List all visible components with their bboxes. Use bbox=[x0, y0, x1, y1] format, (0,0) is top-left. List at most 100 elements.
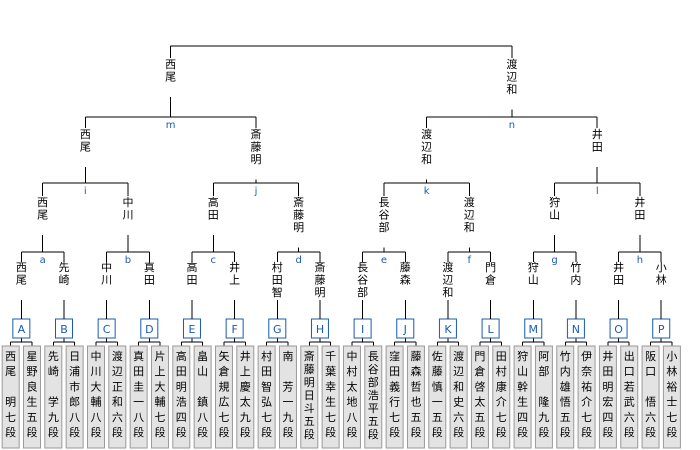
quarterfinal-match-label: l bbox=[596, 186, 599, 197]
player-box bbox=[470, 345, 489, 449]
quarterfinal-winner-right: 渡辺和 bbox=[464, 195, 475, 234]
player-box bbox=[108, 345, 127, 449]
player-name: 西尾 明七段 bbox=[5, 350, 16, 439]
match-label: H bbox=[316, 323, 324, 336]
round2-winner-left: 中川 bbox=[101, 261, 112, 287]
round2-winner-left: 井田 bbox=[613, 260, 624, 287]
player-box bbox=[342, 345, 361, 449]
player-name: 出口若武六段 bbox=[624, 349, 635, 439]
round2-winner-left: 狩山 bbox=[528, 260, 539, 287]
player-box bbox=[449, 345, 468, 449]
quarterfinal-match-label: k bbox=[424, 186, 430, 197]
quarterfinal-match-label: i bbox=[84, 186, 87, 197]
player-name: 竹内雄悟五段 bbox=[560, 349, 571, 439]
player-name: 中村太地八段 bbox=[346, 350, 357, 439]
round2-match-label: b bbox=[125, 255, 131, 266]
round2-match-label: a bbox=[40, 255, 46, 266]
player-name: 窪田義行七段 bbox=[389, 349, 400, 439]
player-name: 千葉幸生七段 bbox=[325, 350, 336, 439]
semifinal-winner-left: 西尾 bbox=[80, 128, 91, 154]
player-box bbox=[65, 345, 84, 449]
round2-winner-left: 西尾 bbox=[16, 261, 27, 287]
quarterfinal-match-label: j bbox=[254, 186, 258, 197]
player-name: 田村康介七段 bbox=[496, 350, 507, 439]
player-name: 長谷部浩平五段 bbox=[368, 350, 379, 441]
player-name: 畠山 鎮八段 bbox=[197, 349, 208, 439]
player-name: 渡辺正和六段 bbox=[112, 349, 123, 439]
match-label: K bbox=[444, 323, 452, 336]
match-label: D bbox=[145, 323, 153, 336]
player-name: 門倉啓太五段 bbox=[474, 350, 485, 439]
player-name: 井田明宏四段 bbox=[602, 349, 613, 439]
match-label: O bbox=[614, 323, 623, 336]
player-name: 斎藤明日斗五段 bbox=[304, 349, 315, 441]
player-box bbox=[513, 345, 532, 449]
match-label: M bbox=[529, 323, 539, 336]
player-name: 南 芳一九段 bbox=[282, 350, 293, 439]
player-box bbox=[428, 345, 447, 449]
semifinal-winner-right: 井田 bbox=[592, 127, 603, 154]
player-box bbox=[556, 345, 575, 449]
final-right: 渡辺和 bbox=[506, 57, 517, 96]
match-label: J bbox=[403, 323, 407, 336]
player-name: 村田智弘七段 bbox=[261, 349, 272, 439]
semifinal-winner-right: 斎藤明 bbox=[250, 127, 261, 166]
quarterfinal-winner-left: 西尾 bbox=[37, 196, 48, 222]
player-box bbox=[44, 345, 63, 449]
match-label: B bbox=[60, 323, 68, 336]
round2-match-label: h bbox=[637, 255, 643, 266]
player-box bbox=[577, 345, 596, 449]
semifinal-match-label: m bbox=[166, 120, 176, 131]
player-name: 先崎 学九段 bbox=[48, 350, 59, 439]
player-box bbox=[257, 345, 276, 449]
round2-match-label: c bbox=[211, 255, 217, 266]
player-name: 渡辺和史六段 bbox=[453, 349, 464, 439]
player-box bbox=[172, 345, 191, 449]
player-box bbox=[278, 345, 297, 449]
player-name: 高田明浩四段 bbox=[176, 349, 187, 439]
player-box bbox=[150, 345, 169, 449]
semifinal-winner-left: 渡辺和 bbox=[421, 127, 432, 166]
round2-winner-right: 門倉 bbox=[485, 261, 496, 287]
player-name: 片上大輔七段 bbox=[154, 350, 165, 439]
player-box bbox=[321, 345, 340, 449]
match-label: F bbox=[231, 323, 237, 336]
player-box bbox=[129, 345, 148, 449]
round2-winner-right: 井上 bbox=[229, 260, 240, 287]
player-box bbox=[300, 345, 319, 449]
round2-match-label: f bbox=[467, 255, 471, 266]
round2-winner-right: 斎藤明 bbox=[314, 260, 325, 299]
match-label: C bbox=[103, 323, 111, 336]
round2-winner-left: 渡辺和 bbox=[442, 260, 453, 299]
player-name: 小林裕士七段 bbox=[666, 350, 677, 439]
player-name: 伊奈祐介七段 bbox=[581, 350, 592, 439]
player-box bbox=[492, 345, 511, 449]
player-name: 矢倉規広七段 bbox=[218, 349, 229, 439]
player-box bbox=[214, 345, 233, 449]
quarterfinal-winner-left: 狩山 bbox=[549, 195, 560, 222]
player-name: 藤森哲也五段 bbox=[410, 350, 421, 439]
match-label: P bbox=[658, 323, 665, 336]
match-label: G bbox=[273, 323, 282, 336]
player-box bbox=[598, 345, 617, 449]
player-name: 日浦市郎八段 bbox=[69, 350, 80, 439]
semifinal-match-label: n bbox=[509, 120, 515, 131]
player-name: 阿部 隆九段 bbox=[538, 350, 549, 439]
round2-match-label: e bbox=[381, 255, 387, 266]
round2-match-label: g bbox=[551, 255, 557, 266]
round2-winner-left: 村田智 bbox=[272, 260, 283, 299]
match-label: A bbox=[18, 323, 26, 336]
player-name: 井上慶太九段 bbox=[240, 349, 251, 439]
player-name: 真田圭一八段 bbox=[133, 349, 144, 439]
player-box bbox=[385, 345, 404, 449]
quarterfinal-winner-right: 斎藤明 bbox=[293, 195, 304, 234]
final-left: 西尾 bbox=[165, 58, 176, 84]
player-box bbox=[406, 345, 425, 449]
match-label: I bbox=[361, 323, 364, 336]
match-label: L bbox=[488, 323, 495, 336]
player-box bbox=[620, 345, 639, 449]
player-box bbox=[662, 345, 681, 449]
player-box bbox=[86, 345, 105, 449]
quarterfinal-winner-right: 中川 bbox=[122, 196, 133, 222]
